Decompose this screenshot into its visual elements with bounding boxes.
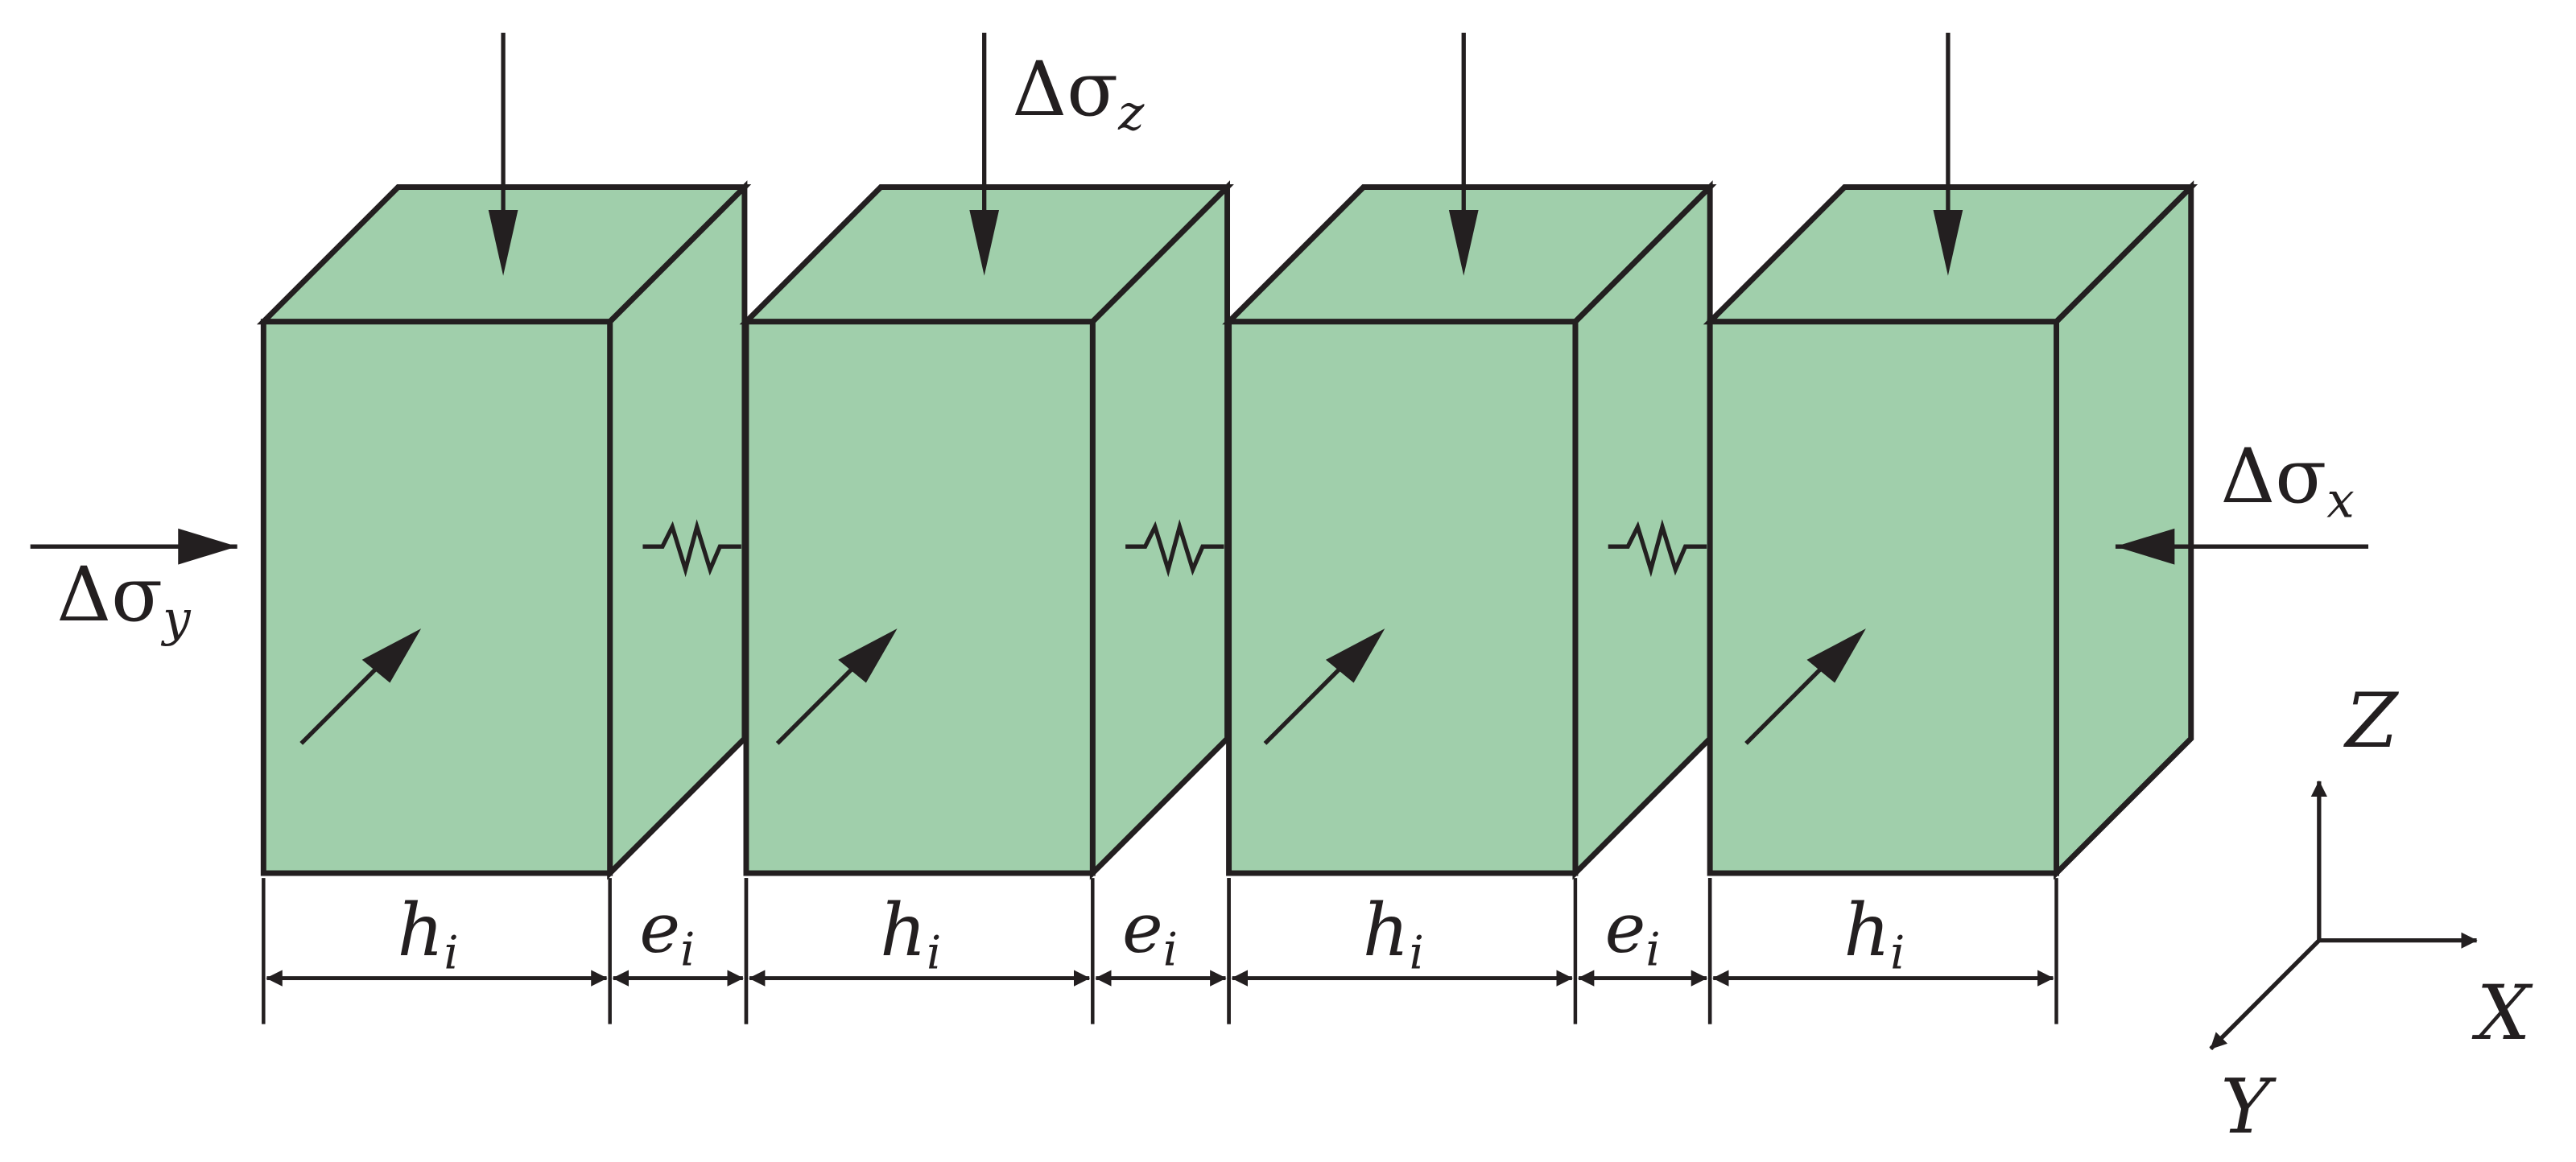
spring-connectors (642, 519, 1707, 578)
block-width-label: hi (1363, 889, 1424, 979)
block-front-face (1226, 319, 1579, 876)
block-front-face (260, 319, 613, 876)
gap-width-label: ei (639, 888, 695, 976)
load-z-arrow (969, 32, 1000, 276)
block-2 (739, 180, 1234, 880)
gap-width-main: e (1605, 888, 1646, 969)
gap-width-main: e (639, 888, 680, 969)
block-1 (256, 180, 752, 880)
block-4 (1703, 180, 2198, 880)
block-row (256, 180, 2198, 880)
load-z-arrow (1933, 32, 1963, 276)
block-front-face (743, 319, 1096, 876)
stress-z-label: Δσz (1012, 46, 1145, 142)
block-width-sub: i (444, 926, 458, 979)
block-width-main: h (1843, 889, 1890, 973)
stress-y-delta: Δσ (56, 551, 163, 639)
spring (642, 519, 741, 578)
stress-x-label: Δσx (2220, 433, 2354, 529)
spring (1608, 519, 1707, 578)
stress-z-subscript: z (1117, 84, 1145, 142)
gap-width-label: ei (1122, 888, 1178, 976)
block-width-dimension (1707, 878, 2058, 1024)
block-width-dimension (744, 878, 1095, 1024)
load-z-arrow (1448, 32, 1479, 276)
shear-arrow (775, 628, 898, 745)
shear-arrow (299, 628, 422, 745)
block-width-sub: i (927, 926, 941, 979)
stress-x-subscript: x (2326, 472, 2355, 529)
block-width-dimension (262, 878, 612, 1024)
stress-z-delta: Δσ (1012, 46, 1118, 134)
gap-width-label: ei (1605, 888, 1661, 976)
gap-width-sub: i (1163, 923, 1178, 976)
block-width-label: hi (398, 889, 459, 979)
dimension-lines (262, 878, 2058, 1024)
block-width-main: h (880, 889, 927, 973)
axis-y-label: Y (2220, 1063, 2277, 1151)
shear-arrow (1263, 628, 1385, 745)
gap-width-sub: i (680, 923, 695, 976)
block-width-label: hi (880, 889, 941, 979)
stress-y-subscript: y (160, 590, 192, 647)
y-axis (2209, 938, 2321, 1051)
vertical-load-arrows (488, 32, 1963, 276)
block-width-main: h (1363, 889, 1410, 973)
stress-y-arrow (30, 528, 237, 565)
stress-x-delta: Δσ (2220, 433, 2326, 521)
block-width-sub: i (1890, 926, 1905, 979)
stress-y-label: Δσy (56, 551, 192, 647)
axis-x-label: X (2471, 970, 2533, 1057)
shear-direction-arrows (299, 628, 1866, 745)
block-width-main: h (398, 889, 444, 973)
gap-width-main: e (1122, 888, 1163, 969)
block-width-dimension (1227, 878, 1578, 1024)
gap-width-sub: i (1645, 923, 1660, 976)
block-front-face (1707, 319, 2059, 876)
block-width-sub: i (1410, 926, 1424, 979)
stress-x-arrow (2115, 528, 2369, 565)
block-3 (1222, 180, 1717, 880)
load-z-arrow (488, 32, 518, 276)
coordinate-axes: Z X Y (2209, 678, 2533, 1151)
block-width-label: hi (1843, 889, 1905, 979)
shear-arrow (1744, 628, 1866, 745)
spring (1125, 519, 1224, 578)
axis-z-label: Z (2343, 678, 2399, 765)
